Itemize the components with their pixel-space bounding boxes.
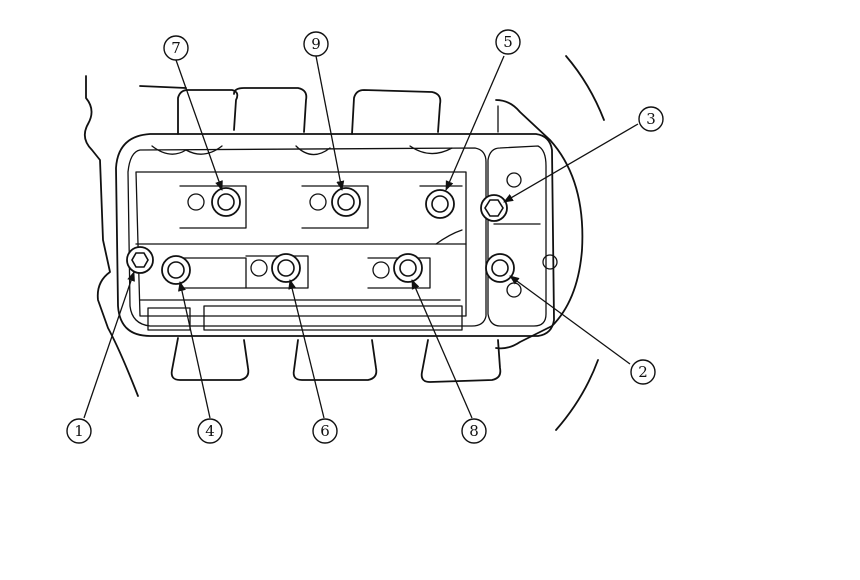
- lower-cam-journals: [170, 337, 502, 383]
- callout-9: 9: [303, 31, 329, 57]
- bolt-5: [425, 189, 455, 219]
- bolt-7: [211, 187, 241, 217]
- callout-8: 8: [461, 418, 487, 444]
- bolt-6: [271, 253, 301, 283]
- leader-3: [503, 123, 639, 203]
- leader-4: [178, 281, 211, 419]
- cover-right-flange: [495, 99, 584, 350]
- callout-7: 7: [163, 35, 189, 61]
- callout-3-label: 3: [646, 110, 656, 128]
- leader-9: [315, 55, 345, 191]
- leader-7: [175, 59, 223, 191]
- bolt-2: [485, 253, 515, 283]
- plain-holes: [187, 172, 558, 298]
- leader-1: [83, 271, 135, 419]
- engine-block-outline: [83, 55, 605, 431]
- callout-4: 4: [197, 418, 223, 444]
- callout-6: 6: [312, 418, 338, 444]
- callout-6-label: 6: [320, 422, 330, 440]
- bolt-1: [126, 246, 154, 274]
- leader-2: [509, 275, 631, 365]
- callout-5: 5: [495, 29, 521, 55]
- leader-8: [411, 279, 473, 419]
- callout-4-label: 4: [205, 422, 215, 440]
- bolt-3: [480, 194, 508, 222]
- callout-1: 1: [66, 418, 92, 444]
- callout-3: 3: [638, 106, 664, 132]
- callout-5-label: 5: [503, 33, 513, 51]
- leader-6: [288, 279, 325, 419]
- callout-2-label: 2: [638, 363, 648, 381]
- callout-9-label: 9: [311, 35, 321, 53]
- bolt-9: [331, 187, 361, 217]
- callout-7-label: 7: [171, 39, 181, 57]
- upper-cam-journals: [177, 87, 442, 135]
- callout-1-label: 1: [74, 422, 84, 440]
- bolt-8: [393, 253, 423, 283]
- bolt-4: [161, 255, 191, 285]
- leader-lines: [83, 55, 639, 419]
- callouts: 1 2 3 4 5 6 7 8: [66, 29, 664, 444]
- leader-5: [445, 55, 505, 191]
- callout-8-label: 8: [469, 422, 479, 440]
- head-cover: [115, 133, 555, 337]
- callout-2: 2: [630, 359, 656, 385]
